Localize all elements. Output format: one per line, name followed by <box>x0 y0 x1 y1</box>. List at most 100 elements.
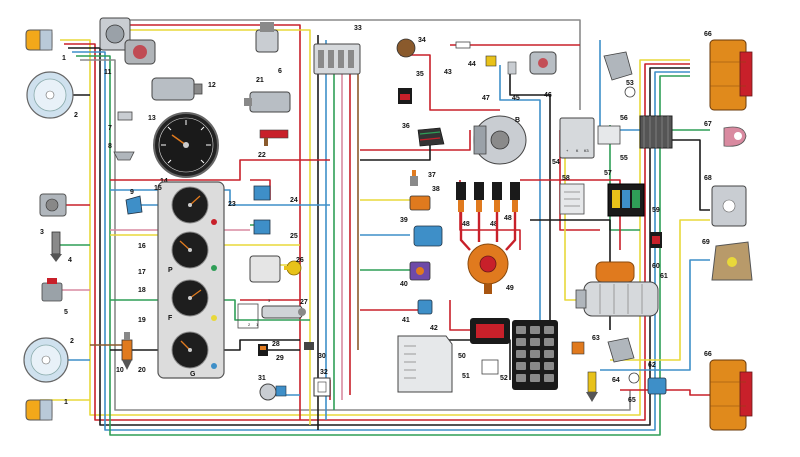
spark-plug-4 <box>510 182 520 212</box>
label-9: 9 <box>130 189 134 196</box>
label-39: 39 <box>400 217 408 224</box>
relay-60: 60 <box>650 232 662 270</box>
relay-21: 21 <box>244 77 291 113</box>
headlight-top: 2 <box>26 71 78 119</box>
label-56: 56 <box>620 115 628 122</box>
label-46: 46 <box>544 92 552 99</box>
label-15: 15 <box>154 185 162 192</box>
alternator-mark-b: B <box>515 117 520 124</box>
relay-44: 44 <box>468 55 497 68</box>
label-51: 51 <box>462 373 470 380</box>
tail-light-top: 66 <box>704 31 753 111</box>
sensor-38: 38 <box>409 186 440 211</box>
gauge-cluster: P F G 15 16 17 18 <box>138 181 225 379</box>
sound-signal-34: 34 <box>396 37 426 58</box>
label-66b: 66 <box>704 351 712 358</box>
label-50: 50 <box>458 353 466 360</box>
label-47: 47 <box>482 95 490 102</box>
heater-motor: 12 <box>151 77 216 101</box>
gauge-15 <box>171 186 209 224</box>
label-31: 31 <box>258 375 266 382</box>
label-17: 17 <box>138 269 146 276</box>
label-25: 25 <box>290 233 298 240</box>
switch-62: 62 <box>607 337 656 384</box>
label-62: 62 <box>648 362 656 369</box>
label-23: 23 <box>228 201 236 208</box>
motor-46: 46 <box>529 51 557 99</box>
switch-mark-1: 1 <box>256 322 259 327</box>
label-53: 53 <box>626 80 634 87</box>
label-44: 44 <box>468 61 476 68</box>
label-3: 3 <box>40 229 44 236</box>
gauge-mark-g: G <box>190 371 196 378</box>
lamp-69: 69 <box>702 239 753 281</box>
front-turn-signal-top: 1 <box>25 29 66 62</box>
left-side-components: 1 2 3 4 5 2 <box>23 29 78 421</box>
lamp-67: 67 <box>704 121 747 147</box>
front-turn-signal-bottom: 1 <box>25 399 68 421</box>
label-28: 28 <box>272 341 280 348</box>
label-21: 21 <box>256 77 264 84</box>
connector-36: 36 <box>402 123 445 147</box>
rear-components: 66 67 68 69 66 <box>702 31 753 431</box>
label-30: 30 <box>318 353 326 360</box>
label-19: 19 <box>138 317 146 324</box>
label-52: 52 <box>500 375 508 382</box>
wiper-motor <box>124 39 156 65</box>
label-20: 20 <box>138 367 146 374</box>
label-12: 12 <box>208 82 216 89</box>
lamp-24: 24 <box>253 185 298 204</box>
switch-22: 22 <box>258 129 289 159</box>
label-22: 22 <box>258 152 266 159</box>
label-40: 40 <box>400 281 408 288</box>
label-68: 68 <box>704 175 712 182</box>
label-6: 6 <box>278 68 282 75</box>
label-48c: 48 <box>504 215 512 222</box>
ignition-coil-50: 50 <box>458 318 510 360</box>
label-2: 2 <box>74 112 78 119</box>
label-32: 32 <box>320 369 328 376</box>
regulator-mark-plus: + <box>566 148 569 153</box>
top-centre-components: 6 33 34 35 36 <box>255 22 558 393</box>
lamp-25: 25 <box>253 219 298 240</box>
sensor-4: 4 <box>50 231 72 264</box>
label-35: 35 <box>416 71 424 78</box>
pressure-sensor-10: 10 <box>116 332 133 374</box>
label-11: 11 <box>104 69 112 76</box>
label-24: 24 <box>290 197 298 204</box>
coil-40: 40 <box>400 261 431 288</box>
label-43: 43 <box>444 69 452 76</box>
lamp-68: 68 <box>704 175 747 227</box>
switch-7: 7 <box>108 111 133 132</box>
label-49: 49 <box>506 285 514 292</box>
label-60: 60 <box>652 263 660 270</box>
label-29: 29 <box>276 355 284 362</box>
gauge-20: G <box>171 331 209 378</box>
alternator-47: 47 B <box>473 95 527 165</box>
label-57: 57 <box>604 170 612 177</box>
wire-harness <box>40 19 710 436</box>
label-5: 5 <box>64 309 68 316</box>
label-65: 65 <box>628 397 636 404</box>
label-69: 69 <box>702 239 710 246</box>
connector-32: 32 <box>313 369 331 397</box>
control-unit-42: 42 <box>397 325 453 393</box>
dashboard-components: 11 12 13 <box>99 17 331 401</box>
gauge-indicator-lamps <box>211 219 217 369</box>
label-36: 36 <box>402 123 410 130</box>
regulator-mark-k: К <box>576 148 579 153</box>
gauge-mark-f: F <box>168 315 173 322</box>
starter-61: 61 <box>575 261 668 317</box>
distributor-49: 49 <box>459 212 517 294</box>
switch-6: 6 <box>255 22 282 75</box>
connector-65: 65 <box>628 377 667 404</box>
switch-8: 8 <box>108 143 135 161</box>
light-switch-27: 27 3 2 1 <box>237 298 308 329</box>
label-33: 33 <box>354 25 362 32</box>
wiper-switch: 11 <box>99 17 131 76</box>
label-61: 61 <box>660 273 668 280</box>
label-66: 66 <box>704 31 712 38</box>
fuse-panel-52: 52 <box>500 320 558 390</box>
ignition-module-59: 59 <box>607 183 660 217</box>
